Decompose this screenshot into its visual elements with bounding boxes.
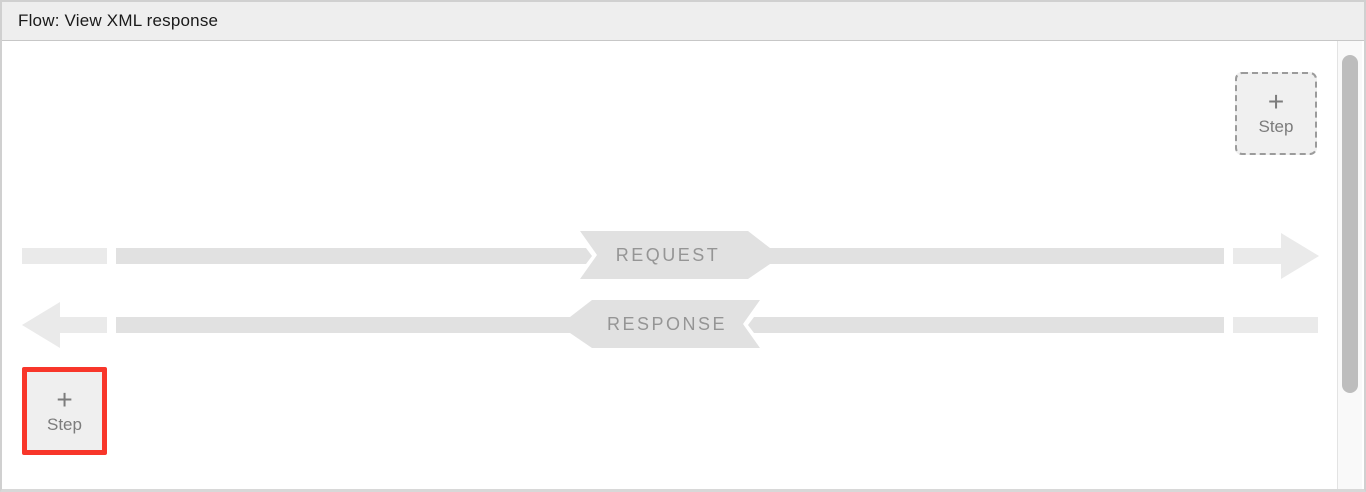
add-step-label: Step <box>47 414 82 434</box>
panel-header: Flow: View XML response <box>2 2 1364 41</box>
add-step-button-bottom-highlighted[interactable]: + Step <box>22 367 107 455</box>
request-arrow-shaft <box>1233 248 1281 264</box>
plus-icon: + <box>1267 86 1285 117</box>
request-bar-left-segment <box>22 248 107 264</box>
plus-icon: + <box>56 383 73 415</box>
panel-title: Flow: View XML response <box>18 11 219 30</box>
response-label: RESPONSE <box>606 314 728 334</box>
add-step-button-top[interactable]: + Step <box>1235 72 1317 155</box>
add-step-label: Step <box>1258 117 1294 136</box>
vertical-scrollbar-thumb[interactable] <box>1342 55 1358 393</box>
response-banner <box>570 300 768 348</box>
vertical-scrollbar-track[interactable] <box>1337 41 1362 489</box>
arrow-right-icon <box>1281 233 1319 279</box>
request-label: REQUEST <box>615 245 721 265</box>
response-arrow-shaft <box>60 317 107 333</box>
response-bar-right-segment <box>1233 317 1318 333</box>
request-banner <box>572 231 770 279</box>
arrow-left-icon <box>22 302 60 348</box>
